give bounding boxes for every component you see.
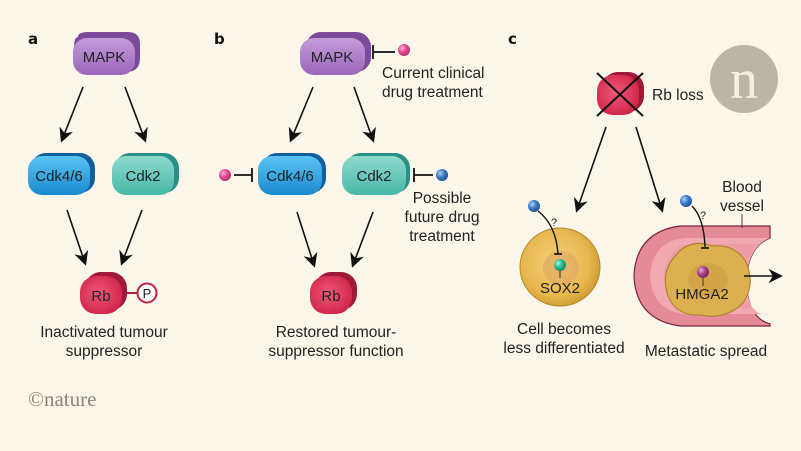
future-drug-icon bbox=[680, 195, 692, 207]
nature-logo: n bbox=[710, 45, 778, 113]
mapk-label: MAPK bbox=[83, 49, 126, 66]
rb-loss-node bbox=[596, 72, 644, 117]
svg-text:P: P bbox=[143, 286, 152, 301]
inhibition-mapk bbox=[372, 45, 395, 59]
caption-a-line1: Inactivated tumour bbox=[40, 324, 168, 341]
unknown-mark: ? bbox=[700, 210, 706, 222]
sox2-label: SOX2 bbox=[540, 280, 580, 297]
caption-c-left-line1: Cell becomes bbox=[517, 321, 611, 338]
arrow-rbloss-to-cell bbox=[574, 126, 607, 213]
arrow-mapk-to-cdk2-a bbox=[124, 86, 148, 143]
tumour-cell bbox=[664, 243, 751, 317]
cdk2-node-b: Cdk2 bbox=[342, 153, 410, 195]
sox2-marker bbox=[554, 259, 566, 271]
future-drug-icon bbox=[436, 169, 448, 181]
blood-vessel-line2: vessel bbox=[720, 198, 764, 215]
cdk2-label: Cdk2 bbox=[356, 168, 391, 185]
cdk46-node-a: Cdk4/6 bbox=[28, 153, 95, 195]
panel-label-a: a bbox=[28, 30, 38, 48]
current-drug-line2: drug treatment bbox=[382, 84, 483, 101]
nature-logo-letter: n bbox=[730, 49, 758, 111]
cdk46-label: Cdk4/6 bbox=[266, 168, 314, 185]
cdk2-label: Cdk2 bbox=[125, 168, 160, 185]
arrow-mapk-to-cdk2-b bbox=[353, 86, 376, 143]
copyright-nature: ©nature bbox=[28, 387, 96, 411]
future-drug-line2: future drug bbox=[405, 209, 480, 226]
inhibition-hmga2 bbox=[691, 205, 706, 248]
arrow-mapk-to-cdk46-b bbox=[288, 86, 314, 143]
rb-node-a: Rb bbox=[80, 272, 127, 314]
cdk46-node-b: Cdk4/6 bbox=[258, 153, 326, 195]
rb-label: Rb bbox=[91, 288, 110, 305]
mapk-node-a: MAPK bbox=[73, 32, 140, 75]
arrow-cdk2-to-rb-a bbox=[119, 209, 143, 266]
caption-a-line2: suppressor bbox=[66, 343, 143, 360]
rb-label: Rb bbox=[321, 288, 340, 305]
current-drug-icon bbox=[219, 169, 231, 181]
blood-vessel-line1: Blood bbox=[722, 179, 762, 196]
future-drug-line3: treatment bbox=[409, 228, 475, 245]
rb-loss-label: Rb loss bbox=[652, 87, 704, 104]
phosphate-badge: P bbox=[136, 282, 158, 304]
caption-b-line1: Restored tumour- bbox=[276, 324, 397, 341]
current-drug-icon bbox=[398, 44, 410, 56]
hmga2-label: HMGA2 bbox=[675, 286, 728, 303]
inhibition-cdk46 bbox=[234, 168, 253, 182]
hmga2-marker bbox=[697, 266, 709, 278]
cdk2-node-a: Cdk2 bbox=[112, 153, 179, 195]
arrow-rbloss-to-vessel bbox=[635, 126, 666, 213]
caption-c-right: Metastatic spread bbox=[645, 343, 767, 360]
arrow-mapk-to-cdk46-a bbox=[59, 86, 84, 143]
cdk46-label: Cdk4/6 bbox=[35, 168, 83, 185]
mapk-label: MAPK bbox=[311, 49, 354, 66]
arrow-cdk2-to-rb-b bbox=[350, 211, 374, 268]
rb-node-b: Rb bbox=[310, 272, 357, 314]
future-drug-line1: Possible bbox=[413, 190, 472, 207]
panel-label-c: c bbox=[508, 30, 517, 48]
mapk-node-b: MAPK bbox=[300, 32, 371, 75]
inhibition-sox2 bbox=[537, 210, 559, 255]
caption-c-left-line2: less differentiated bbox=[503, 340, 624, 357]
unknown-mark: ? bbox=[551, 217, 557, 229]
caption-b-line2: suppressor function bbox=[268, 343, 403, 360]
future-drug-icon bbox=[528, 200, 540, 212]
arrow-cdk46-to-rb-b bbox=[296, 211, 318, 268]
inhibition-cdk2 bbox=[413, 168, 433, 182]
arrow-cdk46-to-rb-a bbox=[66, 209, 89, 266]
current-drug-line1: Current clinical bbox=[382, 65, 485, 82]
panel-label-b: b bbox=[214, 30, 225, 48]
